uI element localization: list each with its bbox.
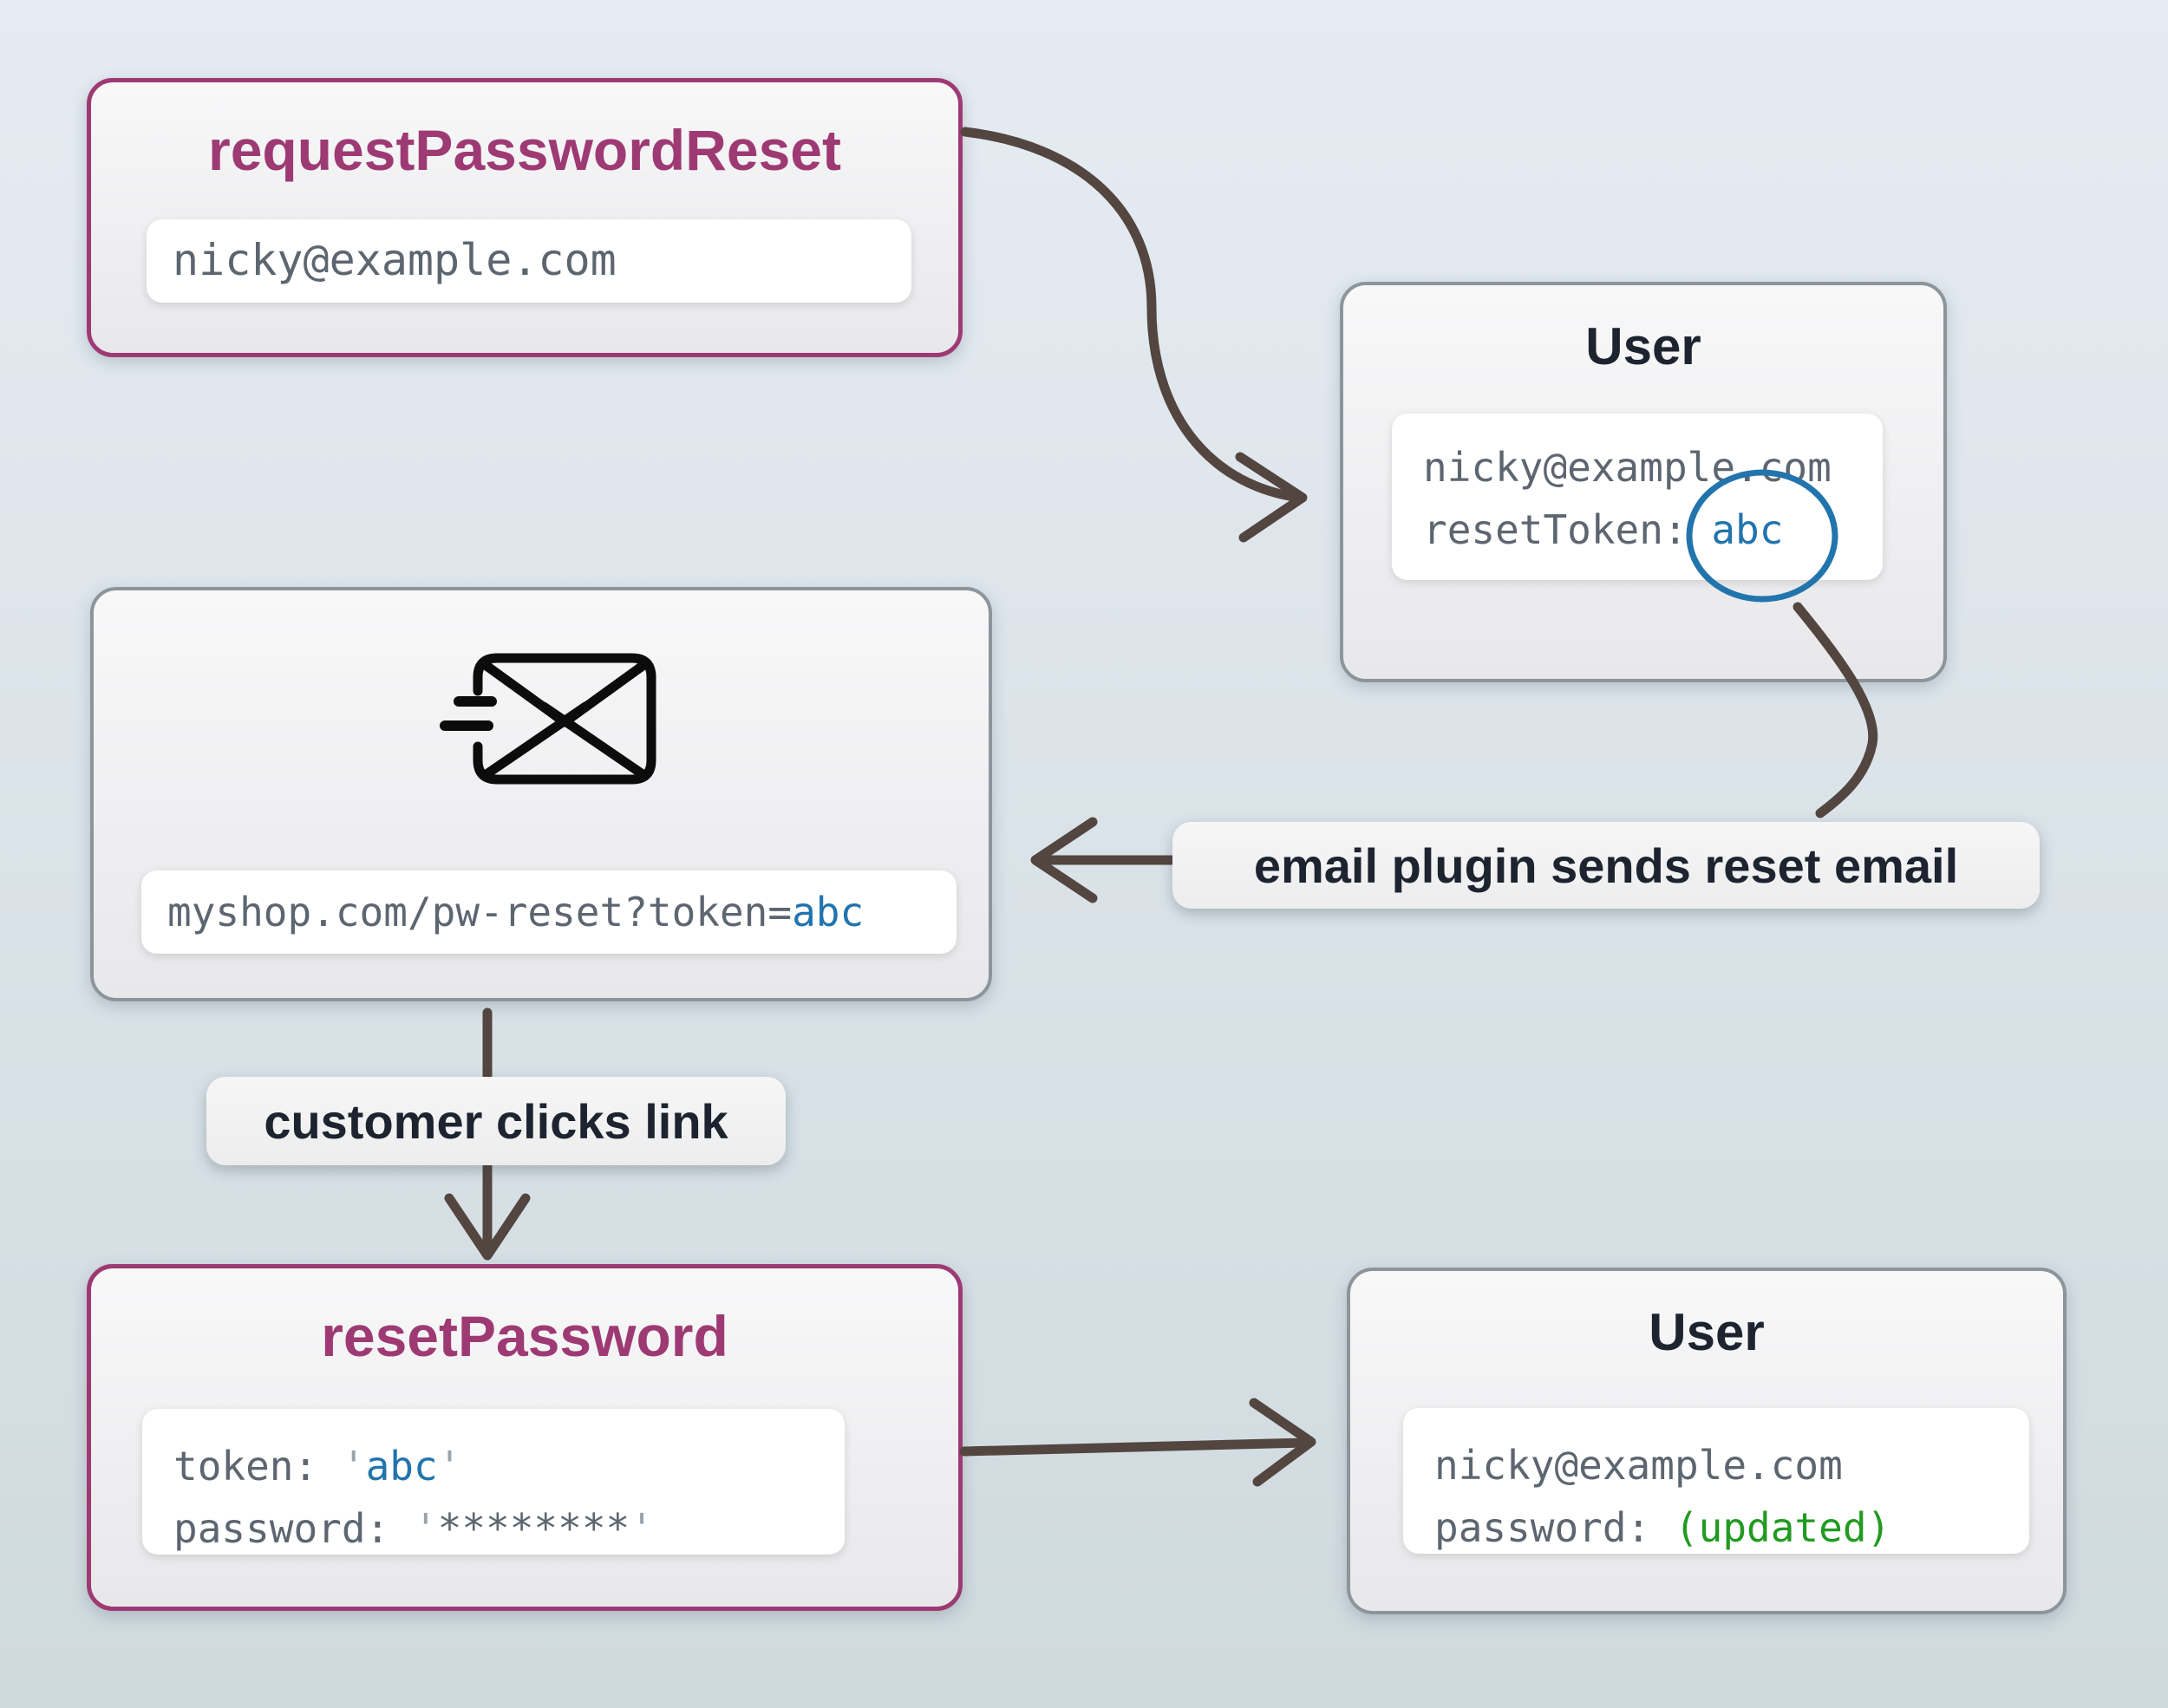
password-arg-stars: ******** [437,1505,630,1552]
user-node-bottom: User nicky@example.com password: (update… [1347,1268,2067,1614]
reset-password-args-panel: token: 'abc' password: '********' [142,1409,845,1555]
reset-link-field: myshop.com/pw-reset?token=abc [141,870,957,954]
arrow-request-to-user [960,127,1308,543]
request-email-field: nicky@example.com [147,219,911,303]
customer-clicks-label-text: customer clicks link [264,1093,728,1149]
request-password-reset-title: requestPasswordReset [208,118,841,182]
reset-token-label: resetToken: [1423,506,1688,553]
password-arg-line: password: '********' [173,1497,845,1560]
user-node-top-title: User [1585,317,1701,375]
user-node-top: User nicky@example.com resetToken: abc [1340,282,1947,682]
reset-email-node: myshop.com/pw-reset?token=abc [90,587,992,1001]
password-field-label: password: [1434,1504,1675,1551]
customer-clicks-label: customer clicks link [206,1077,786,1165]
token-arg-line: token: 'abc' [173,1435,845,1497]
spacer [1688,506,1712,553]
token-arg-label: token: [173,1443,342,1490]
reset-password-title: resetPassword [321,1304,728,1368]
user-top-reset-token-line: resetToken: abc [1423,499,1883,561]
reset-token-value: abc [1711,506,1784,553]
password-arg-label: password: [173,1505,414,1552]
user-bottom-record-panel: nicky@example.com password: (updated) [1403,1408,2029,1554]
password-close-quote: ' [630,1505,654,1552]
reset-link-url: myshop.com/pw-reset?token=abc [167,889,864,935]
user-top-email: nicky@example.com [1423,444,1832,491]
reset-link-prefix: myshop.com/pw-reset?token= [167,889,793,935]
email-plugin-label: email plugin sends reset email [1172,822,2040,909]
token-open-quote: ' [341,1443,366,1490]
user-bottom-email: nicky@example.com [1434,1442,1843,1489]
password-open-quote: ' [413,1505,438,1552]
token-close-quote: ' [437,1443,462,1490]
user-bottom-password-line: password: (updated) [1434,1496,2029,1559]
arrow-reset-to-user [959,1398,1316,1487]
email-plugin-label-text: email plugin sends reset email [1253,838,1959,893]
request-email-value: nicky@example.com [173,235,617,285]
reset-password-node: resetPassword token: 'abc' password: '**… [87,1264,963,1611]
user-top-record-panel: nicky@example.com resetToken: abc [1392,414,1883,580]
password-updated-value: (updated) [1674,1504,1891,1551]
token-arg-value: abc [365,1443,438,1490]
arrow-label-to-email [1030,817,1178,903]
email-send-icon [436,649,662,788]
reset-link-token: abc [792,889,865,935]
user-node-bottom-title: User [1649,1303,1765,1361]
request-password-reset-node: requestPasswordReset nicky@example.com [87,78,963,357]
